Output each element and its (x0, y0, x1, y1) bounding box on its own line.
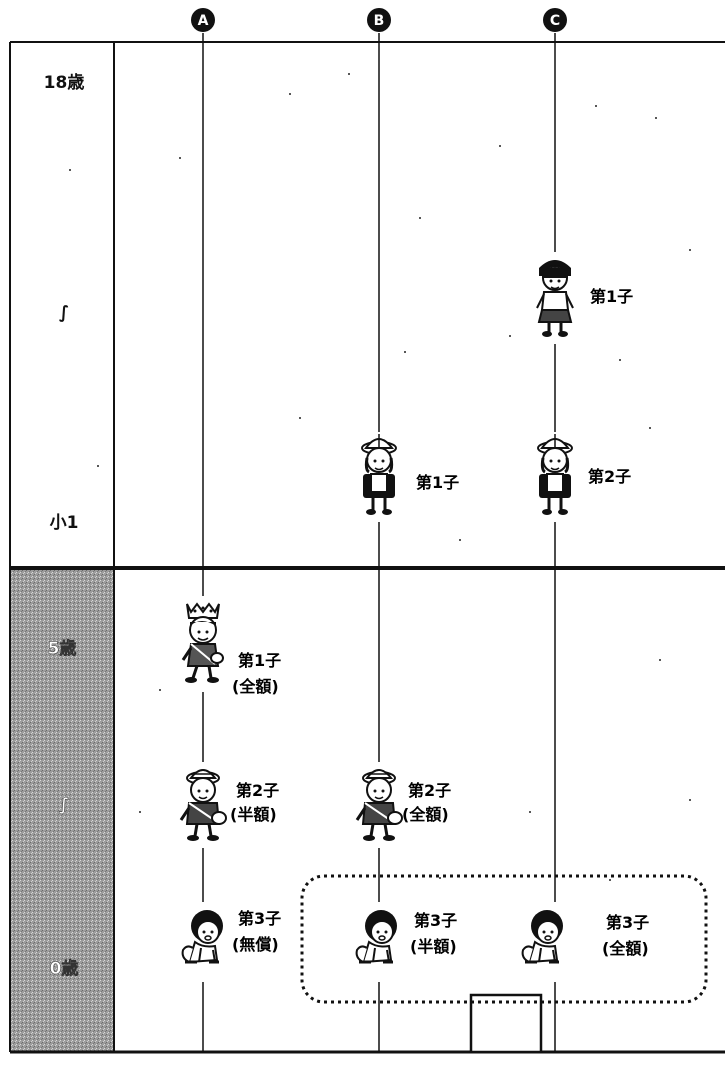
column-header-b-label: B (374, 13, 385, 29)
c-third-child-fee: (全額) (602, 939, 649, 958)
b-first-child-label: 第1子 (416, 473, 459, 492)
age-label-0: 0歳 (50, 958, 79, 979)
c-second-child-label: 第2子 (588, 467, 631, 486)
bottom-box (471, 995, 541, 1052)
table-frame (10, 42, 725, 1052)
a-second-child-fee: (半額) (230, 805, 277, 824)
a-second-child-label: 第2子 (236, 781, 279, 800)
c-third-child-label: 第3子 (606, 913, 649, 932)
b-third-child-fee: (半額) (410, 937, 457, 956)
b-second-child-fee: (全額) (402, 805, 449, 824)
a-first-child-fee: (全額) (232, 677, 279, 696)
a-first-child-label: 第1子 (238, 651, 281, 670)
a-third-child-fee: (無償) (232, 935, 279, 954)
age-label-18: 18歳 (44, 72, 85, 93)
column-header-c-label: C (550, 13, 560, 29)
column-header-a-label: A (198, 13, 209, 29)
column-header-a: A (191, 8, 215, 32)
age-range-marker-bottom: ∫ (59, 795, 69, 815)
column-header-b: B (367, 8, 391, 32)
age-label-5: 5歳 (48, 638, 77, 659)
age-label-grade1: 小1 (50, 513, 79, 533)
b-second-child-label: 第2子 (408, 781, 451, 800)
age-range-marker-top: ∫ (59, 303, 69, 323)
b-third-child-label: 第3子 (414, 911, 457, 930)
column-header-c: C (543, 8, 567, 32)
c-first-child-label: 第1子 (590, 287, 633, 306)
a-third-child-label: 第3子 (238, 909, 281, 928)
